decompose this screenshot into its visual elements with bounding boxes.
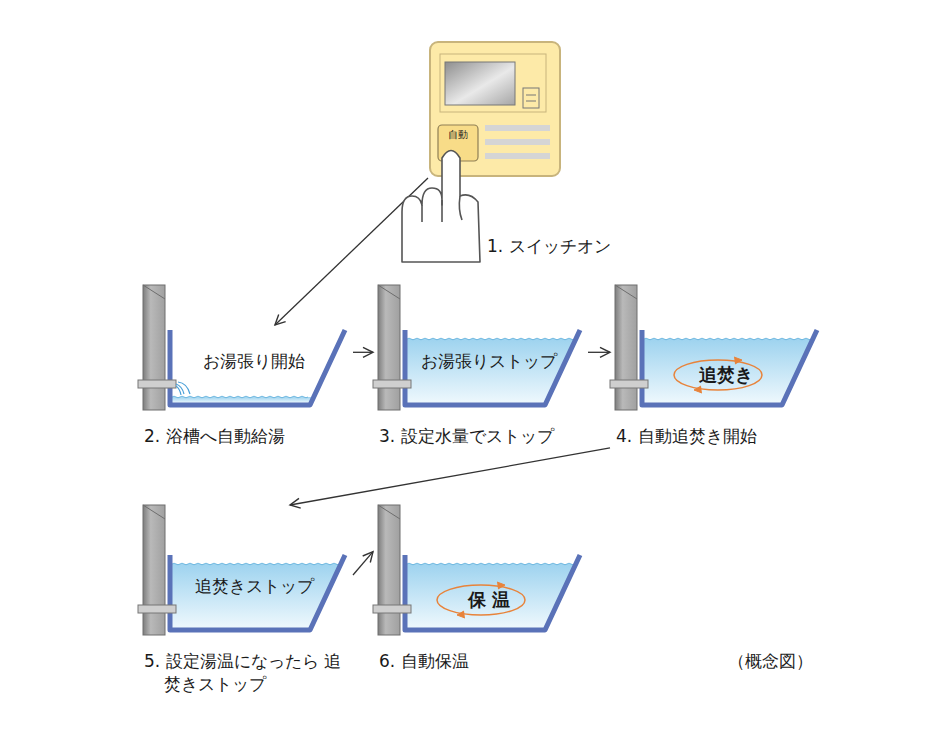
edge-label: 1. スイッチオン (487, 235, 611, 258)
step-status: 保 温 (407, 588, 571, 611)
remote-control: 自動 (428, 40, 562, 178)
step-status: お湯張りストップ (407, 350, 571, 372)
step-caption: 2. 浴槽へ自動給湯 (144, 425, 285, 447)
step-caption: 5. 設定湯温になったら 追焚きストップ (144, 650, 341, 696)
bathtub: お湯張りストップ 3. 設定水量でストップ (373, 325, 588, 455)
figure-note: （概念図） (728, 650, 813, 673)
remote-illustration (428, 40, 562, 178)
flow-arrow (353, 352, 373, 353)
bathtub: 保 温6. 自動保温 (373, 505, 588, 635)
button-label: 自動 (438, 128, 478, 141)
step-status: 追焚きストップ (172, 575, 336, 597)
flow-arrow (588, 352, 610, 353)
flow-arrow (290, 448, 610, 505)
bathtub: お湯張り開始 2. 浴槽へ自動給湯 (138, 325, 353, 455)
step-caption: 6. 自動保温 (379, 650, 469, 672)
step-caption: 3. 設定水量でストップ (379, 425, 554, 447)
flow-arrow (353, 552, 373, 575)
bathtub-illustration (373, 505, 588, 635)
step-status: 追焚き (644, 363, 808, 386)
bathtub: 追焚き 4. 自動追焚き開始 (610, 325, 825, 455)
bathtub: 追焚きストップ 5. 設定湯温になったら 追焚きストップ (138, 505, 353, 700)
step-status: お湯張り開始 (172, 350, 336, 372)
step-caption: 4. 自動追焚き開始 (616, 425, 757, 447)
